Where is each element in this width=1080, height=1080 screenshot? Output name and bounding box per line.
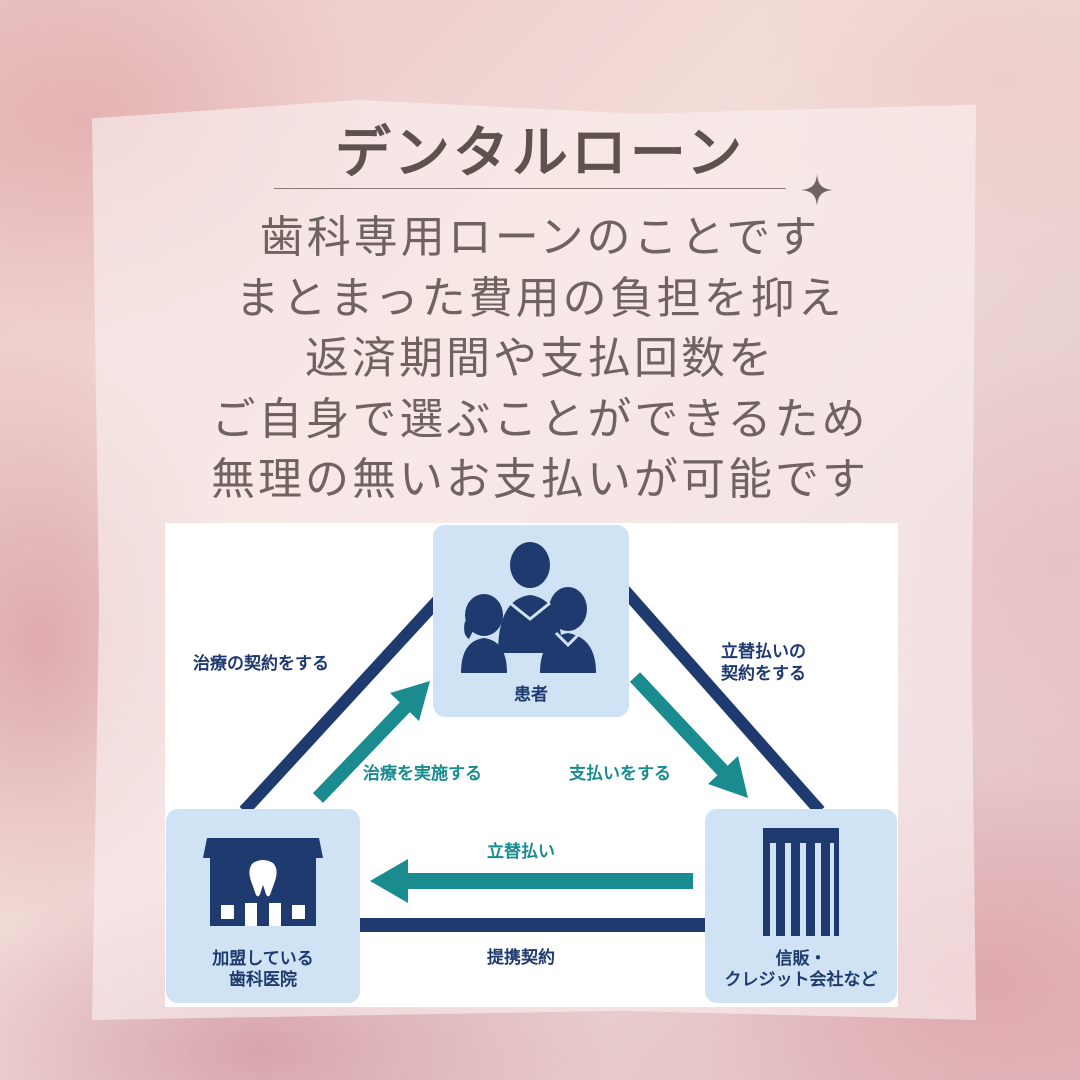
people-icon bbox=[461, 542, 596, 673]
edge-label-advance-contract: 立替払いの 契約をする bbox=[721, 641, 806, 685]
node-credit-label: 信販・ クレジット会社など bbox=[705, 949, 897, 991]
title-divider bbox=[274, 188, 786, 189]
node-clinic-label: 加盟している 歯科医院 bbox=[166, 949, 360, 991]
edge-label-advance-contract-line-1: 立替払いの bbox=[721, 642, 806, 662]
description-line-4: ご自身で選ぶことができるため bbox=[211, 393, 869, 445]
description-line-3: 返済期間や支払回数を bbox=[305, 333, 775, 384]
sparkle-icon bbox=[801, 174, 833, 206]
edge-label-partnership: 提携契約 bbox=[487, 948, 555, 968]
arrow-pay bbox=[629, 672, 748, 798]
edge-label-pay: 支払いをする bbox=[569, 764, 671, 784]
edge-label-perform-treatment: 治療を実施する bbox=[363, 764, 482, 784]
node-credit-label-line-2: クレジット会社など bbox=[724, 970, 878, 990]
edge-label-advance-payment: 立替払い bbox=[487, 842, 555, 862]
description-text: 歯科専用ローンのことです まとまった費用の負担を抑え 返済期間や支払回数を ご自… bbox=[0, 208, 1080, 511]
node-clinic-label-line-2: 歯科医院 bbox=[229, 970, 297, 990]
node-patient-label: 患者 bbox=[514, 685, 548, 705]
node-clinic-label-line-1: 加盟している bbox=[212, 949, 314, 969]
arrow-advance-payment bbox=[370, 859, 693, 903]
edge-treatment-contract-line bbox=[239, 580, 457, 816]
loan-flow-diagram: 患者 加盟している 歯科医院 信販・ クレジット会社など 治療の契約をする 立替… bbox=[165, 523, 898, 1007]
edge-label-treatment-contract: 治療の契約をする bbox=[193, 654, 329, 674]
office-building-icon bbox=[763, 828, 839, 936]
description-line-1: 歯科専用ローンのことです bbox=[259, 212, 821, 263]
node-credit-label-line-1: 信販・ bbox=[775, 949, 827, 969]
edge-advance-contract-line bbox=[615, 581, 825, 815]
dental-clinic-icon bbox=[203, 838, 323, 926]
description-line-2: まとまった費用の負担を抑え bbox=[235, 272, 845, 324]
arrow-perform-treatment bbox=[312, 681, 430, 803]
page-title: デンタルローン bbox=[334, 121, 746, 186]
description-line-5: 無理の無いお支払いが可能です bbox=[211, 454, 869, 505]
edge-label-advance-contract-line-2: 契約をする bbox=[721, 664, 806, 684]
